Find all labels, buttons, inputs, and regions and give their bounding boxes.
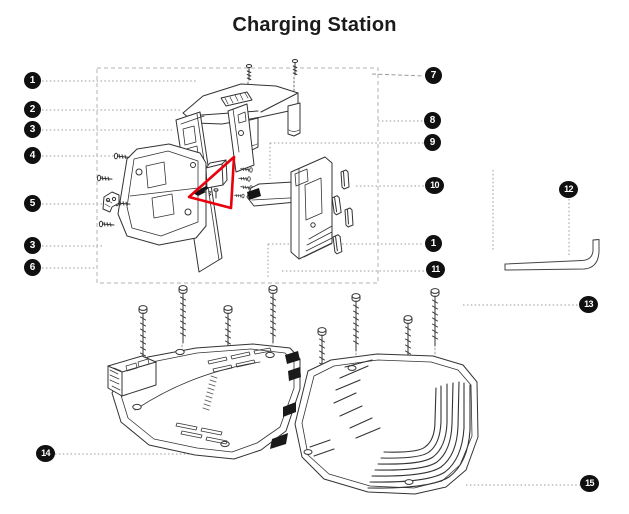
hex-key	[504, 239, 600, 271]
leader-lines	[42, 73, 580, 486]
callout-3: 3	[24, 121, 41, 138]
callout-4: 4	[24, 147, 41, 164]
callout-1b: 1	[425, 235, 442, 252]
callout-6: 6	[24, 259, 41, 276]
red-highlight	[187, 155, 236, 210]
callout-13: 13	[579, 296, 598, 313]
page-title: Charging Station	[232, 14, 397, 36]
callout-12: 12	[559, 181, 578, 198]
callout-7: 7	[425, 67, 442, 84]
callout-8: 8	[424, 112, 441, 129]
base-plate-left	[107, 343, 301, 460]
callout-5: 5	[24, 195, 41, 212]
callout-10: 10	[425, 177, 444, 194]
brand-marks	[202, 375, 218, 411]
callout-3b: 3	[24, 237, 41, 254]
callout-11: 11	[426, 261, 445, 278]
tower-panel-back	[227, 103, 255, 173]
callout-1: 1	[24, 72, 41, 89]
callout-9: 9	[424, 134, 441, 151]
side-panel	[290, 156, 333, 260]
callout-15: 15	[580, 475, 599, 492]
clips	[331, 169, 354, 255]
callout-14: 14	[36, 445, 55, 462]
callout-2: 2	[24, 101, 41, 118]
back-panel	[117, 143, 207, 246]
exploded-view-box	[96, 67, 379, 284]
base-plate-right	[294, 353, 479, 495]
bracket	[102, 191, 120, 213]
